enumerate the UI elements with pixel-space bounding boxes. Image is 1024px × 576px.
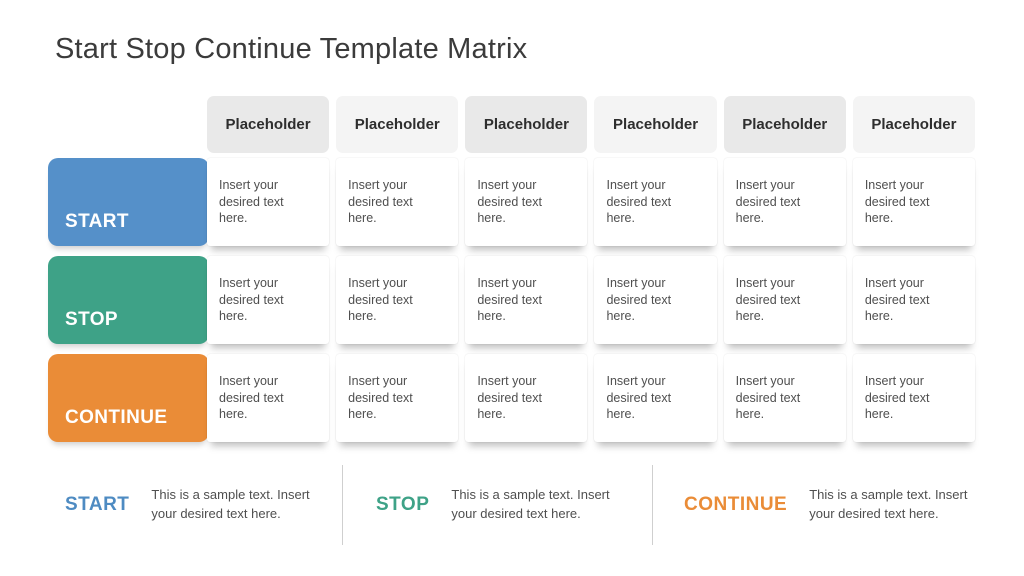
column-header-1[interactable]: Placeholder bbox=[207, 96, 330, 153]
legend-text-stop: This is a sample text. Insert your desir… bbox=[451, 487, 610, 521]
legend-text-continue: This is a sample text. Insert your desir… bbox=[809, 487, 968, 521]
cell-text: Insert your desired text here. bbox=[219, 275, 284, 324]
matrix-row-start: START Insert your desired text here. Ins… bbox=[48, 158, 975, 246]
cell-text: Insert your desired text here. bbox=[735, 373, 801, 422]
cell-text: Insert your desired text here. bbox=[219, 177, 284, 226]
matrix-cell[interactable]: Insert your desired text here. bbox=[852, 256, 975, 344]
column-header-6[interactable]: Placeholder bbox=[852, 96, 975, 153]
cell-text: Insert your desired text here. bbox=[348, 373, 413, 422]
matrix-cell[interactable]: Insert your desired text here. bbox=[594, 354, 717, 442]
matrix-cell[interactable]: Insert your desired text here. bbox=[207, 256, 330, 344]
matrix: Placeholder Placeholder Placeholder Plac… bbox=[48, 96, 975, 452]
matrix-cell[interactable]: Insert your desired text here. bbox=[465, 256, 588, 344]
row-label-continue[interactable]: CONTINUE bbox=[48, 354, 209, 442]
column-header-2[interactable]: Placeholder bbox=[336, 96, 459, 153]
matrix-cell[interactable]: Insert your desired text here. bbox=[207, 158, 330, 246]
matrix-cell[interactable]: Insert your desired text here. bbox=[336, 256, 459, 344]
matrix-cell[interactable]: Insert your desired text here. bbox=[336, 354, 459, 442]
matrix-cell[interactable]: Insert your desired text here. bbox=[594, 256, 717, 344]
corner-spacer bbox=[48, 96, 200, 153]
page-title: Start Stop Continue Template Matrix bbox=[55, 33, 528, 65]
legend-item-stop: STOP This is a sample text. Insert your … bbox=[342, 465, 652, 545]
cell-text: Insert your desired text here. bbox=[348, 177, 413, 226]
column-header-5[interactable]: Placeholder bbox=[723, 96, 846, 153]
matrix-cell[interactable]: Insert your desired text here. bbox=[594, 158, 717, 246]
legend-label-stop: STOP bbox=[376, 494, 430, 515]
row-label-start[interactable]: START bbox=[48, 158, 209, 246]
cell-text: Insert your desired text here. bbox=[477, 177, 542, 226]
matrix-header-row: Placeholder Placeholder Placeholder Plac… bbox=[48, 96, 975, 153]
cell-text: Insert your desired text here. bbox=[606, 373, 672, 422]
matrix-row-continue: CONTINUE Insert your desired text here. … bbox=[48, 354, 975, 442]
cell-text: Insert your desired text here. bbox=[477, 275, 542, 324]
legend-label-continue: CONTINUE bbox=[684, 494, 788, 515]
column-header-4[interactable]: Placeholder bbox=[594, 96, 717, 153]
matrix-cell[interactable]: Insert your desired text here. bbox=[723, 158, 846, 246]
row-label-stop[interactable]: STOP bbox=[48, 256, 209, 344]
cell-text: Insert your desired text here. bbox=[219, 373, 284, 422]
matrix-cell[interactable]: Insert your desired text here. bbox=[336, 158, 459, 246]
cell-text: Insert your desired text here. bbox=[348, 275, 413, 324]
cell-text: Insert your desired text here. bbox=[864, 373, 930, 422]
matrix-row-stop: STOP Insert your desired text here. Inse… bbox=[48, 256, 975, 344]
cell-text: Insert your desired text here. bbox=[477, 373, 542, 422]
cell-text: Insert your desired text here. bbox=[735, 275, 801, 324]
legend-label-start: START bbox=[65, 494, 130, 515]
cell-text: Insert your desired text here. bbox=[864, 177, 930, 226]
legend-item-continue: CONTINUE This is a sample text. Insert y… bbox=[652, 465, 975, 545]
matrix-cell[interactable]: Insert your desired text here. bbox=[723, 354, 846, 442]
matrix-cell[interactable]: Insert your desired text here. bbox=[852, 354, 975, 442]
legend-item-start: START This is a sample text. Insert your… bbox=[48, 465, 342, 545]
matrix-cell[interactable]: Insert your desired text here. bbox=[723, 256, 846, 344]
column-header-3[interactable]: Placeholder bbox=[465, 96, 588, 153]
matrix-cell[interactable]: Insert your desired text here. bbox=[207, 354, 330, 442]
matrix-cell[interactable]: Insert your desired text here. bbox=[465, 354, 588, 442]
cell-text: Insert your desired text here. bbox=[606, 275, 672, 324]
matrix-cell[interactable]: Insert your desired text here. bbox=[465, 158, 588, 246]
cell-text: Insert your desired text here. bbox=[864, 275, 930, 324]
legend-text-start: This is a sample text. Insert your desir… bbox=[151, 487, 310, 521]
matrix-cell[interactable]: Insert your desired text here. bbox=[852, 158, 975, 246]
legend: START This is a sample text. Insert your… bbox=[48, 465, 975, 545]
cell-text: Insert your desired text here. bbox=[606, 177, 672, 226]
cell-text: Insert your desired text here. bbox=[735, 177, 801, 226]
